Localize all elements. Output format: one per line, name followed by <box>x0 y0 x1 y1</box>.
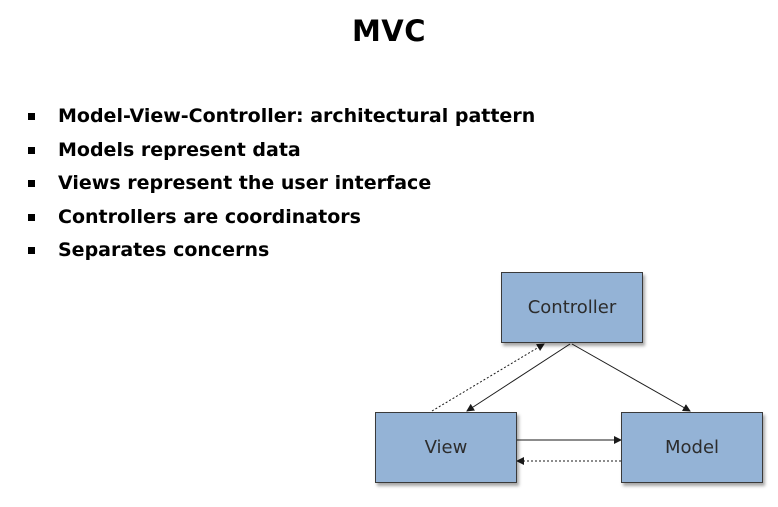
bullet-item: Views represent the user interface <box>28 167 535 201</box>
bullet-item: Controllers are coordinators <box>28 201 535 235</box>
edge-view-to-controller <box>431 343 545 412</box>
model-label: Model <box>664 437 720 458</box>
bullet-square-icon <box>28 213 35 221</box>
bullet-item: Models represent data <box>28 134 535 168</box>
bullet-text: Separates concerns <box>58 239 270 261</box>
bullet-square-icon <box>28 247 35 254</box>
bullet-item: Separates concerns <box>28 234 535 268</box>
bullet-square-icon <box>28 180 35 187</box>
controller-node: Controller <box>501 272 643 343</box>
bullet-text: Models represent data <box>58 138 301 161</box>
edge-controller-to-view <box>466 343 571 412</box>
bullet-list: Model-View-Controller: architectural pat… <box>28 100 535 268</box>
bullet-text: Controllers are coordinators <box>58 205 361 228</box>
model-node: Model <box>621 412 763 483</box>
controller-label: Controller <box>527 297 617 318</box>
bullet-text: Views represent the user interface <box>58 172 432 194</box>
view-label: View <box>424 437 468 458</box>
edge-controller-to-model <box>571 343 691 412</box>
view-node: View <box>375 412 517 483</box>
bullet-square-icon <box>28 146 35 154</box>
slide-title: MVC <box>351 14 427 48</box>
bullet-item: Model-View-Controller: architectural pat… <box>28 100 535 134</box>
bullet-square-icon <box>28 113 35 120</box>
bullet-text: Model-View-Controller: architectural pat… <box>58 105 536 127</box>
